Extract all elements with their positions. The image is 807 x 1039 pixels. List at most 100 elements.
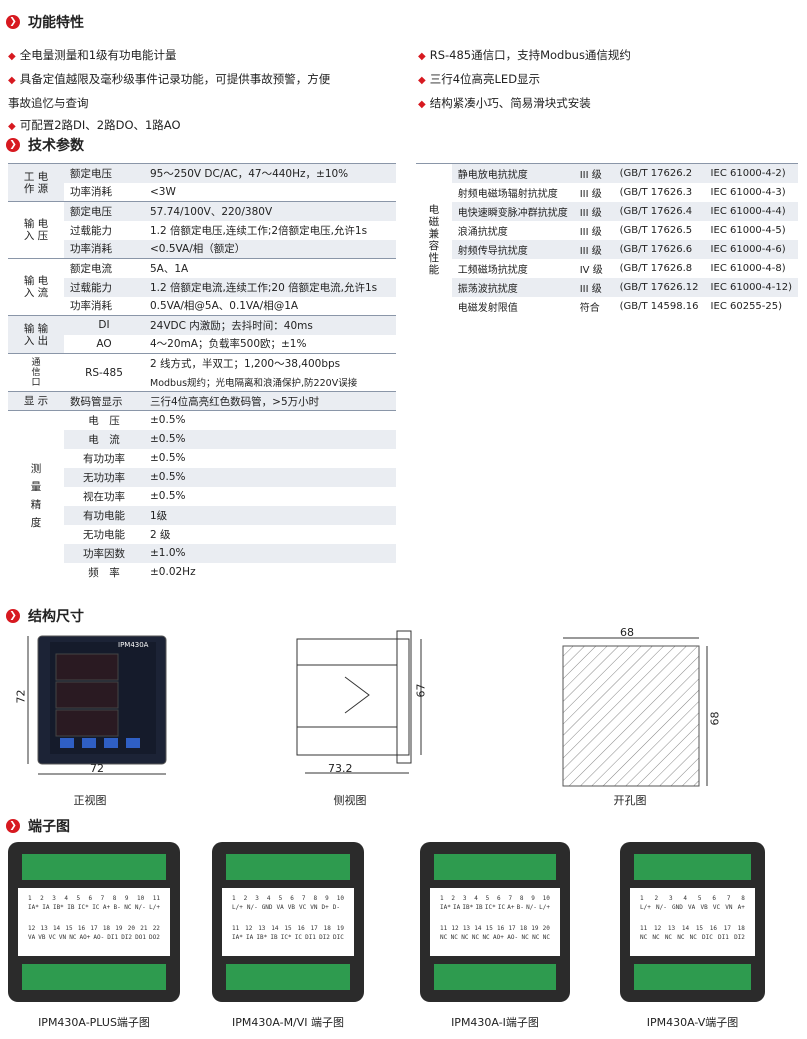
terminal-pin-label: 4: [474, 895, 478, 902]
terminal-pin-label: VC: [712, 904, 721, 911]
terminal-caption: IPM430A-V端子图: [646, 1016, 739, 1029]
terminal-pin-label: 19: [531, 925, 539, 932]
terminal-pin-label: NC: [124, 904, 132, 911]
terminal-pin-label: VA: [28, 934, 36, 941]
terminal-pin-label: 17: [310, 925, 318, 932]
diamond-bullet-icon: ◆: [8, 75, 16, 86]
chevron-right-icon: ❯: [6, 819, 20, 833]
terminal-pin-label: 19: [336, 925, 344, 932]
terminal-pin-label: 12: [653, 925, 662, 932]
terminal-pin-label: 7: [301, 895, 306, 902]
terminal-pin-label: 4: [266, 895, 271, 902]
cutout-height-dim: 68: [708, 711, 722, 726]
terminal-pin-label: 18: [737, 925, 745, 932]
terminal-pin-label: 16: [297, 925, 305, 932]
terminal-pin-label: 13: [40, 925, 48, 932]
section-tech-title: ❯ 技术参数: [6, 135, 84, 155]
terminal-pin-label: 19: [115, 925, 123, 932]
terminal-pin-label: IA*: [232, 934, 243, 941]
terminal-pin-label: 8: [519, 895, 524, 902]
terminal-pin-label: N/-: [526, 904, 537, 911]
chevron-right-icon: ❯: [6, 15, 20, 29]
group-emc: 电 磁 兼 容 性 能: [416, 163, 452, 316]
feature-item: ◆全电量测量和1级有功电能计量: [8, 48, 177, 62]
terminal-pin-label: 18: [102, 925, 111, 932]
feature-item: ◆结构紧凑小巧、简易滑块式安装: [418, 96, 591, 110]
terminal-pin-label: 1: [640, 895, 644, 902]
terminal-pin-label: DIC: [333, 934, 344, 941]
terminal-pin-label: IC*: [484, 904, 496, 911]
terminal-pin-label: NC: [461, 934, 469, 941]
terminal-block-bottom: [22, 964, 166, 990]
feature-item: ◆三行4位高亮LED显示: [418, 72, 541, 86]
terminal-pin-label: A+: [102, 904, 111, 911]
front-height-dim: 72: [14, 689, 28, 704]
terminal-caption: IPM430A-M/VI 端子图: [231, 1016, 345, 1029]
cutout-caption: 开孔图: [613, 794, 647, 807]
terminal-pin-label: VC: [299, 904, 307, 911]
terminal-pin-label: 8: [313, 895, 318, 902]
terminal-pin-label: IC*: [77, 904, 89, 911]
cutout-drawing: [562, 637, 708, 787]
terminal-pin-label: 7: [508, 895, 513, 902]
terminal-pin-label: 2: [654, 895, 659, 902]
terminal-pin-label: DI2: [121, 934, 133, 941]
terminal-pin-label: L/+: [539, 904, 550, 911]
terminal-pin-label: NC: [450, 934, 458, 941]
terminal-pin-label: 9: [531, 895, 535, 902]
terminal-pin-label: 8: [112, 895, 117, 902]
terminal-pin-label: 5: [697, 895, 702, 902]
terminal-pin-label: 3: [462, 895, 467, 902]
terminal-pin-label: DI2: [319, 934, 330, 941]
terminal-pin-label: VB: [38, 934, 46, 941]
section-features-title: ❯ 功能特性: [6, 12, 84, 32]
terminal-pin-label: DO2: [149, 934, 160, 941]
terminal-pin-label: 2: [451, 895, 456, 902]
terminal-pin-label: 4: [64, 895, 68, 902]
side-height-dim: 67: [414, 683, 428, 698]
terminal-pin-label: 22: [152, 925, 160, 932]
cutout-width-dim: 68: [620, 626, 634, 639]
front-model-label: IPM430A: [118, 641, 149, 649]
terminal-pin-label: 2: [243, 895, 248, 902]
side-view-caption: 侧视图: [333, 794, 367, 807]
terminal-pin-label: 18: [323, 925, 331, 932]
terminal-pin-label: 10: [542, 895, 550, 902]
terminal-pin-label: IC: [497, 904, 506, 911]
terminal-pin-label: 11: [152, 895, 160, 902]
terminal-pin-label: 10: [136, 895, 145, 902]
terminal-pin-label: NC: [471, 934, 480, 941]
terminal-block-top: [634, 854, 751, 880]
terminal-pin-label: 12: [28, 925, 36, 932]
terminal-pin-label: NC: [440, 934, 448, 941]
terminal-pin-label: NC: [640, 934, 648, 941]
terminal-pin-label: IA: [453, 904, 461, 911]
terminal-pin-label: DIC: [702, 934, 713, 941]
terminal-pin-label: VB: [287, 904, 295, 911]
diamond-bullet-icon: ◆: [8, 121, 16, 132]
terminal-pin-label: 15: [65, 925, 73, 932]
terminal-pin-label: 1: [28, 895, 32, 902]
terminal-pin-label: 11: [440, 925, 448, 932]
group-power: 工 电 作 源: [8, 163, 64, 202]
terminal-pin-label: L/+: [232, 904, 243, 911]
terminal-pin-label: 3: [52, 895, 56, 902]
terminal-pin-label: NC: [664, 934, 673, 941]
terminal-pin-label: 13: [258, 925, 266, 932]
terminal-pin-label: L/+: [640, 904, 651, 911]
terminal-pin-label: 7: [726, 895, 731, 902]
terminal-pin-label: NC: [542, 934, 550, 941]
terminal-pin-label: B-: [113, 904, 121, 911]
terminal-pin-label: 9: [325, 895, 329, 902]
terminal-pin-label: A+: [737, 904, 745, 911]
terminal-pin-label: NC: [652, 934, 660, 941]
terminal-pin-label: 3: [668, 895, 673, 902]
group-current-input: 输 电 入 流: [8, 258, 64, 316]
terminal-pin-label: 17: [90, 925, 98, 932]
terminal-pin-label: B-: [516, 904, 524, 911]
terminal-pin-label: 12: [451, 925, 459, 932]
